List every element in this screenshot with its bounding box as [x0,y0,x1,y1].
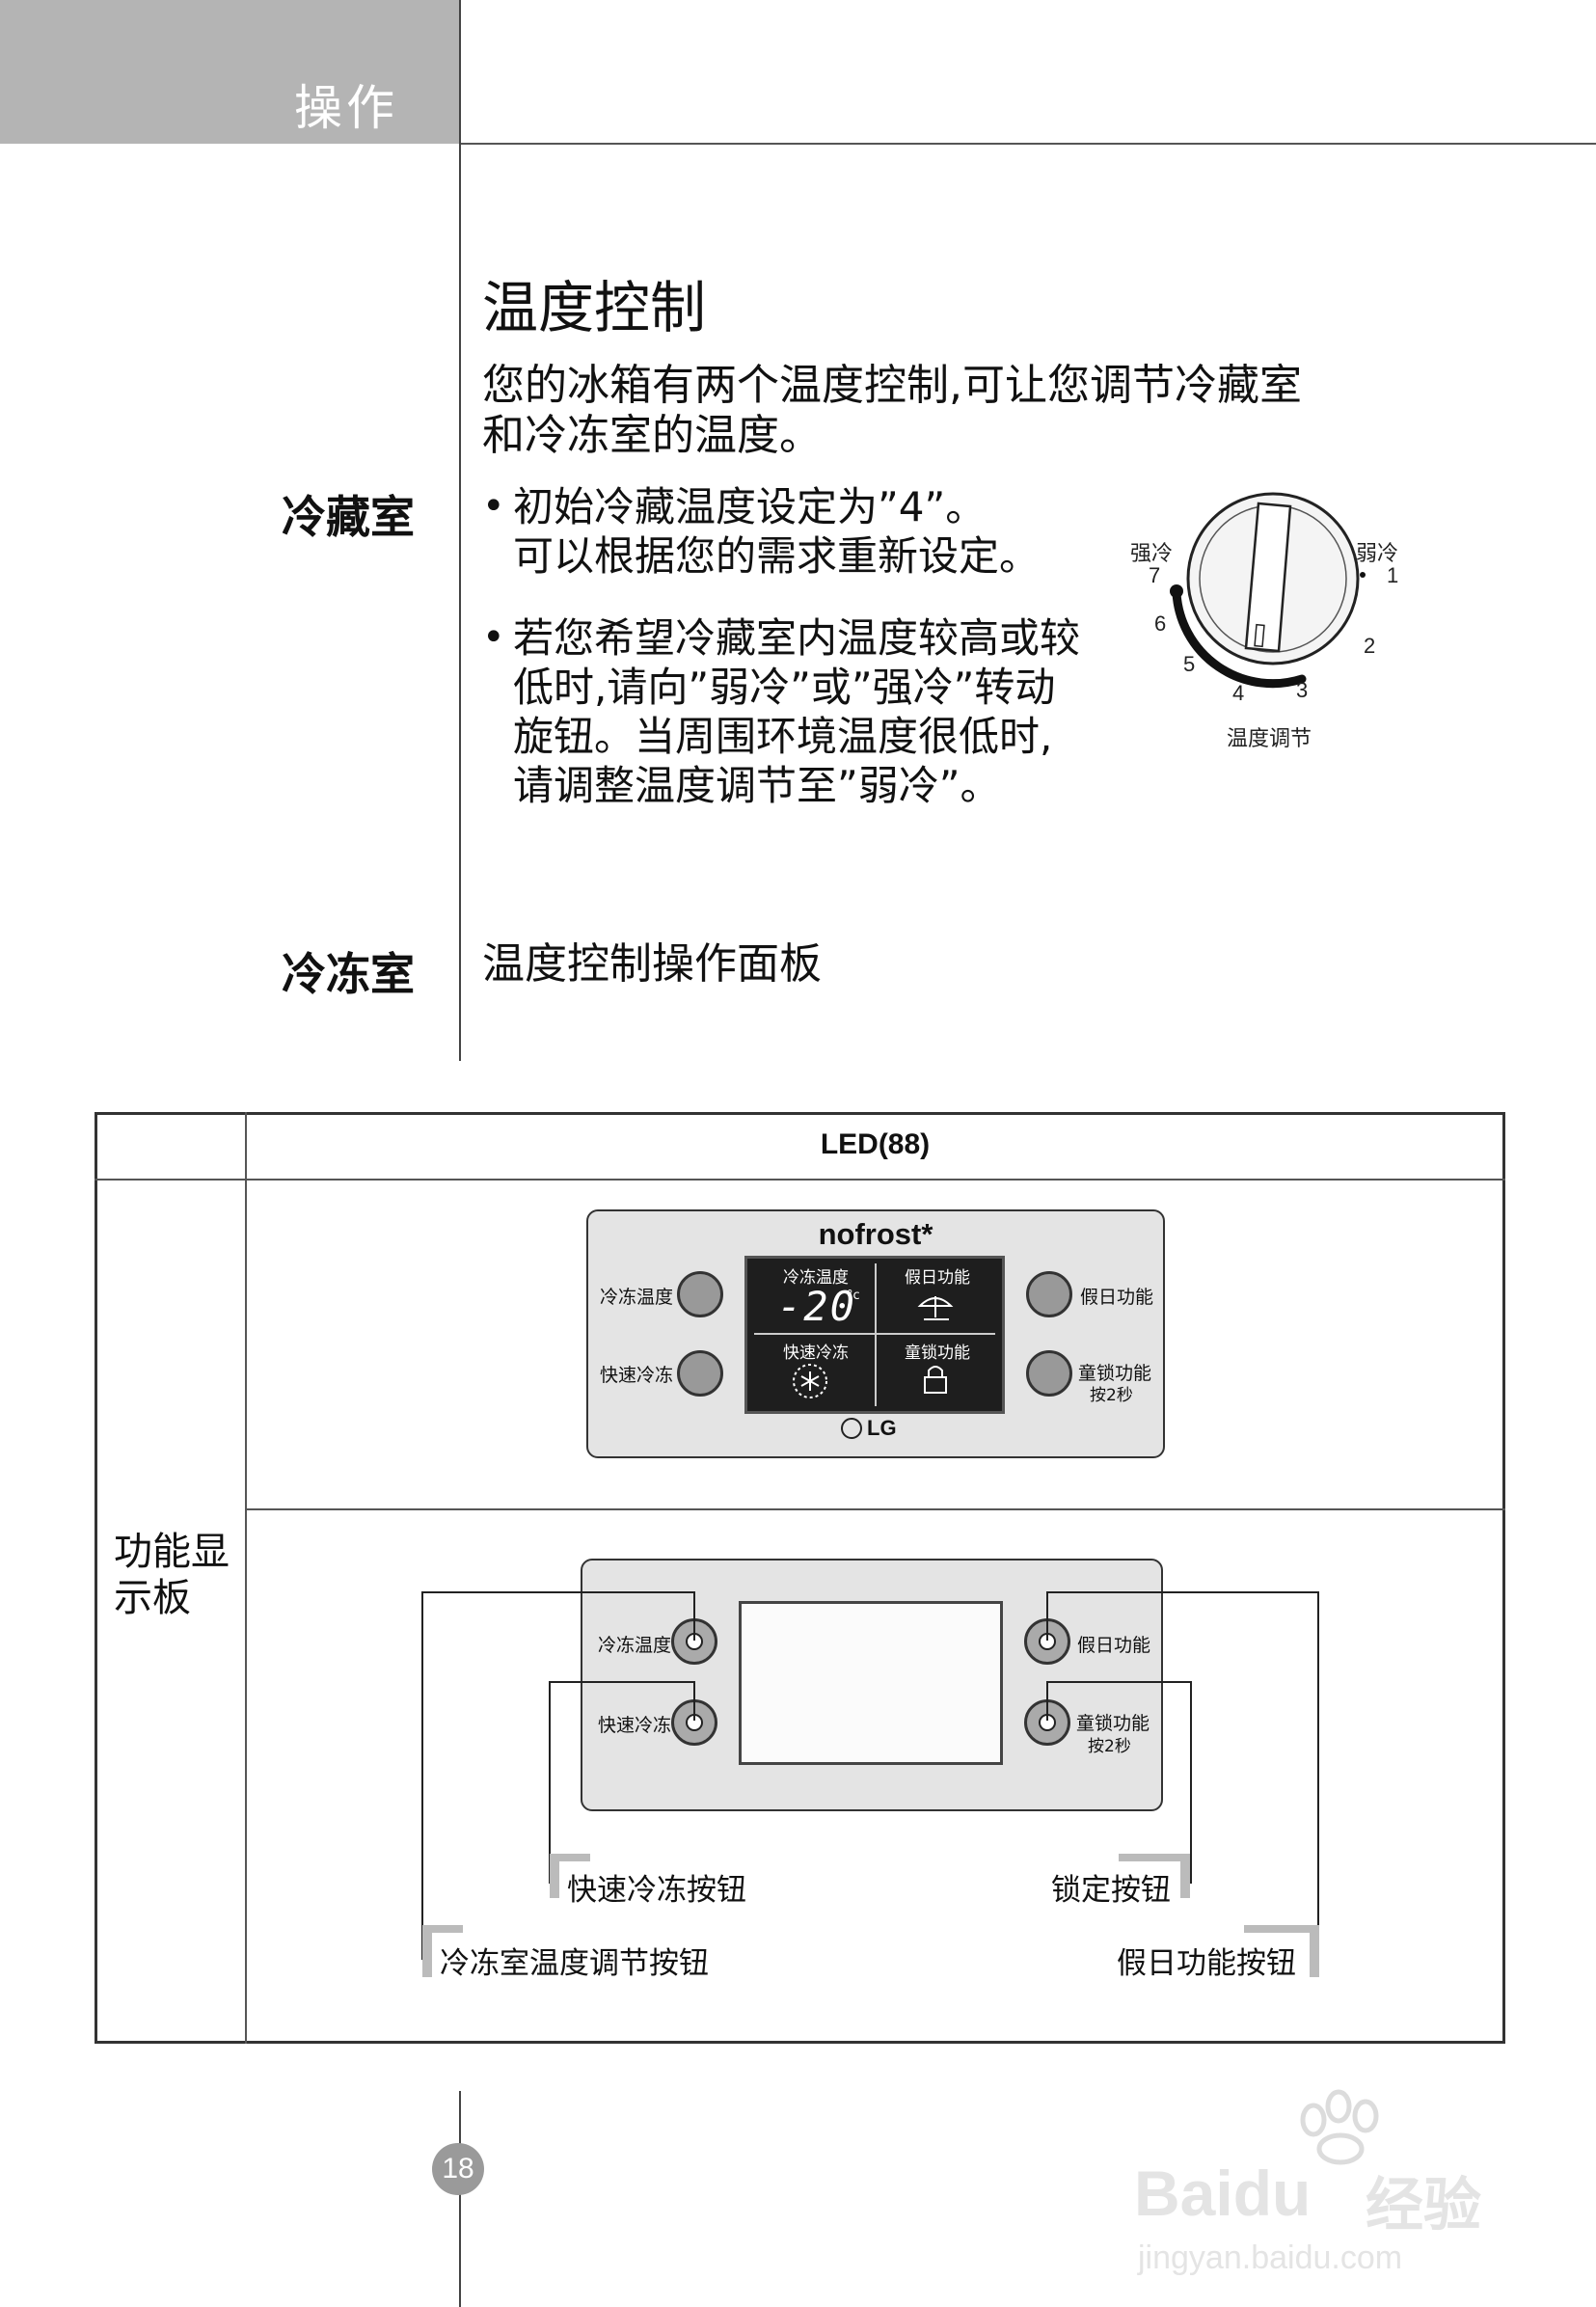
connector-holiday [1046,1591,1048,1641]
row-label: 功能显 示板 [114,1529,230,1621]
table-column-rule [245,1112,247,2044]
dial-number-3: 3 [1296,678,1309,702]
watermark-brand: Baidu [1134,2158,1312,2229]
callout-quick-freeze: 快速冷冻按钮 [567,1873,746,1908]
row-label-line-2: 示板 [114,1576,191,1620]
screen-divider-v [875,1263,877,1406]
margin-rule-bottom [459,2091,461,2307]
bullet2-line-4: 请调整温度调节至”弱冷”。 [513,762,1001,809]
screen-label-quick-freeze: 快速冷冻 [783,1343,849,1363]
bullet1-line-2: 可以根据您的需求重新设定。 [513,532,1041,580]
display-unit: °c [847,1289,860,1303]
panel2-label-lock: 童锁功能 [1076,1713,1150,1734]
baidu-watermark: Baidu 经验 jingyan.baidu.com [1134,2089,1568,2282]
panel-label-lock: 童锁功能 [1078,1363,1152,1384]
intro-line-2: 和冷冻室的温度。 [482,411,822,460]
dial-weak-label: 弱冷 [1356,541,1399,565]
connector-freeze-temp [693,1591,695,1641]
callout-bar [422,1925,432,1977]
child-lock-button[interactable] [1026,1350,1072,1397]
callout-bar [1119,1854,1190,1861]
table-header-rule [95,1179,1505,1181]
dial-number-1: 1 [1387,563,1399,587]
connector-lock [1046,1681,1191,1683]
dial-number-7: 7 [1149,563,1161,587]
connector-lock [1046,1681,1048,1721]
function-table [95,1112,1505,2044]
connector-quick-freeze [549,1681,694,1683]
connector-holiday [1046,1591,1318,1593]
callout-bar [1180,1854,1190,1898]
bullet2-line-1: 若您希望冷藏室内温度较高或较 [513,614,1081,662]
dial-caption: 温度调节 [1227,726,1312,750]
holiday-button[interactable] [1026,1271,1072,1317]
callout-bar [550,1854,559,1898]
connector-freeze-temp [421,1591,694,1593]
callout-bar [550,1854,590,1861]
bullet1-line-1: 初始冷藏温度设定为”4”。 [513,483,987,530]
screen-label-holiday: 假日功能 [905,1268,970,1288]
screen-label-freeze-temp: 冷冻温度 [783,1268,849,1288]
table-row-rule [245,1508,1505,1510]
panel-label-holiday: 假日功能 [1080,1287,1154,1308]
dial-number-6: 6 [1154,611,1167,636]
panel-label-lock-sub: 按2秒 [1090,1386,1133,1405]
umbrella-icon [917,1296,954,1320]
nofrost-logo: nofrost* [818,1217,933,1251]
intro-line-1: 您的冰箱有两个温度控制,可让您调节冷藏室 [482,361,1302,410]
page-number: 18 [432,2143,484,2195]
screen-divider-h [754,1333,995,1335]
lg-logo-text: LG [867,1416,897,1440]
display-temperature: -20 [777,1283,856,1330]
table-header: LED(88) [820,1128,931,1160]
blank-screen [739,1601,1003,1765]
dial-number-4: 4 [1232,681,1245,705]
connector-freeze-temp [421,1591,423,1960]
bullet-dot: • [482,484,505,529]
header-rule [459,143,1596,145]
panel2-label-holiday: 假日功能 [1077,1635,1151,1656]
section-header-box [0,0,459,144]
callout-freeze-temp: 冷冻室温度调节按钮 [440,1946,709,1981]
watermark-url: jingyan.baidu.com [1138,2239,1403,2276]
bullet2-line-2: 低时,请向”弱冷”或”强冷”转动 [513,664,1056,711]
panel2-label-quick-freeze: 快速冷冻 [598,1715,672,1736]
lg-logo-icon [841,1418,862,1439]
connector-lock [1190,1681,1192,1884]
connector-quick-freeze [693,1681,695,1721]
lock-icon [924,1366,947,1394]
panel2-label-lock-sub: 按2秒 [1088,1737,1131,1756]
panel2-label-freeze-temp: 冷冻温度 [598,1635,672,1656]
page-title: 温度控制 [482,275,707,340]
freezer-subtitle: 温度控制操作面板 [482,939,822,989]
bullet2-line-3: 旋钮。当周围环境温度很低时, [513,713,1053,760]
bullet-dot: • [482,615,505,660]
freezer-label: 冷冻室 [282,948,415,1000]
connector-holiday [1317,1591,1319,1960]
callout-bar [1244,1925,1319,1933]
connector-quick-freeze [549,1681,551,1884]
quick-freeze-button[interactable] [677,1350,723,1397]
temperature-dial-icon [1170,492,1366,689]
screen-label-lock: 童锁功能 [905,1343,970,1363]
dial-number-5: 5 [1183,652,1196,676]
paw-icon [1300,2089,1379,2165]
margin-rule [459,0,461,1061]
watermark-cn: 经验 [1366,2173,1481,2238]
row-label-line-1: 功能显 [114,1530,230,1574]
callout-bar [422,1925,463,1933]
panel-label-quick-freeze: 快速冷冻 [600,1365,674,1386]
dial-number-2: 2 [1364,634,1376,658]
callout-bar [1310,1925,1319,1977]
freeze-temp-button[interactable] [677,1271,723,1317]
panel-label-freeze-temp: 冷冻温度 [600,1287,674,1308]
section-header-title: 操作 [294,80,398,136]
dial-strong-label: 强冷 [1130,541,1174,565]
callout-holiday: 假日功能按钮 [1117,1946,1296,1981]
callout-lock: 锁定按钮 [1051,1873,1171,1908]
fridge-label: 冷藏室 [282,491,415,543]
snowflake-icon [793,1364,827,1398]
